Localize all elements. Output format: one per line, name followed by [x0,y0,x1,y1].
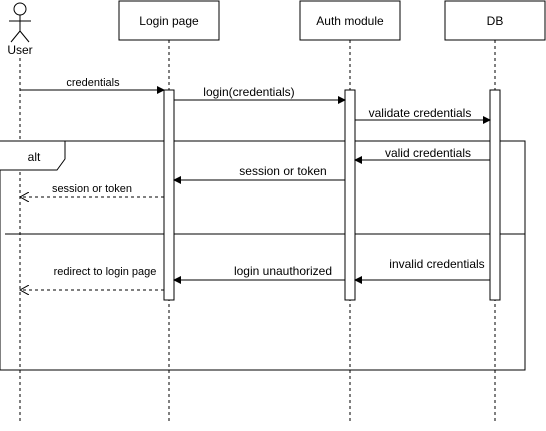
participant-login-page-label: Login page [139,14,199,28]
participant-user-label: User [7,43,32,57]
message-valid-credentials-label: valid credentials [385,146,471,160]
user-actor-icon [9,2,31,43]
message-login-label: login(credentials) [203,85,294,99]
message-validate-label: validate credentials [369,106,472,120]
participant-auth-module-box [299,0,401,41]
message-credentials-label: credentials [66,77,120,89]
message-login-unauthorized-label: login unauthorized [234,264,332,278]
participant-auth-module-label: Auth module [316,14,384,28]
message-session-token-return-label: session or token [52,183,132,195]
alt-fragment-tab [0,140,66,171]
participant-login-page-box [118,0,220,41]
alt-fragment-frame [0,140,526,371]
message-invalid-credentials-label: invalid credentials [389,257,484,271]
participant-db-label: DB [487,14,504,28]
login-page-activation-bar [163,89,175,301]
db-activation-bar [489,89,501,301]
auth-module-activation-bar [344,89,356,301]
alt-fragment-operator: alt [28,150,41,164]
message-redirect-label: redirect to login page [54,266,157,278]
participant-db-box [444,0,546,41]
message-session-token-label: session or token [239,164,326,178]
